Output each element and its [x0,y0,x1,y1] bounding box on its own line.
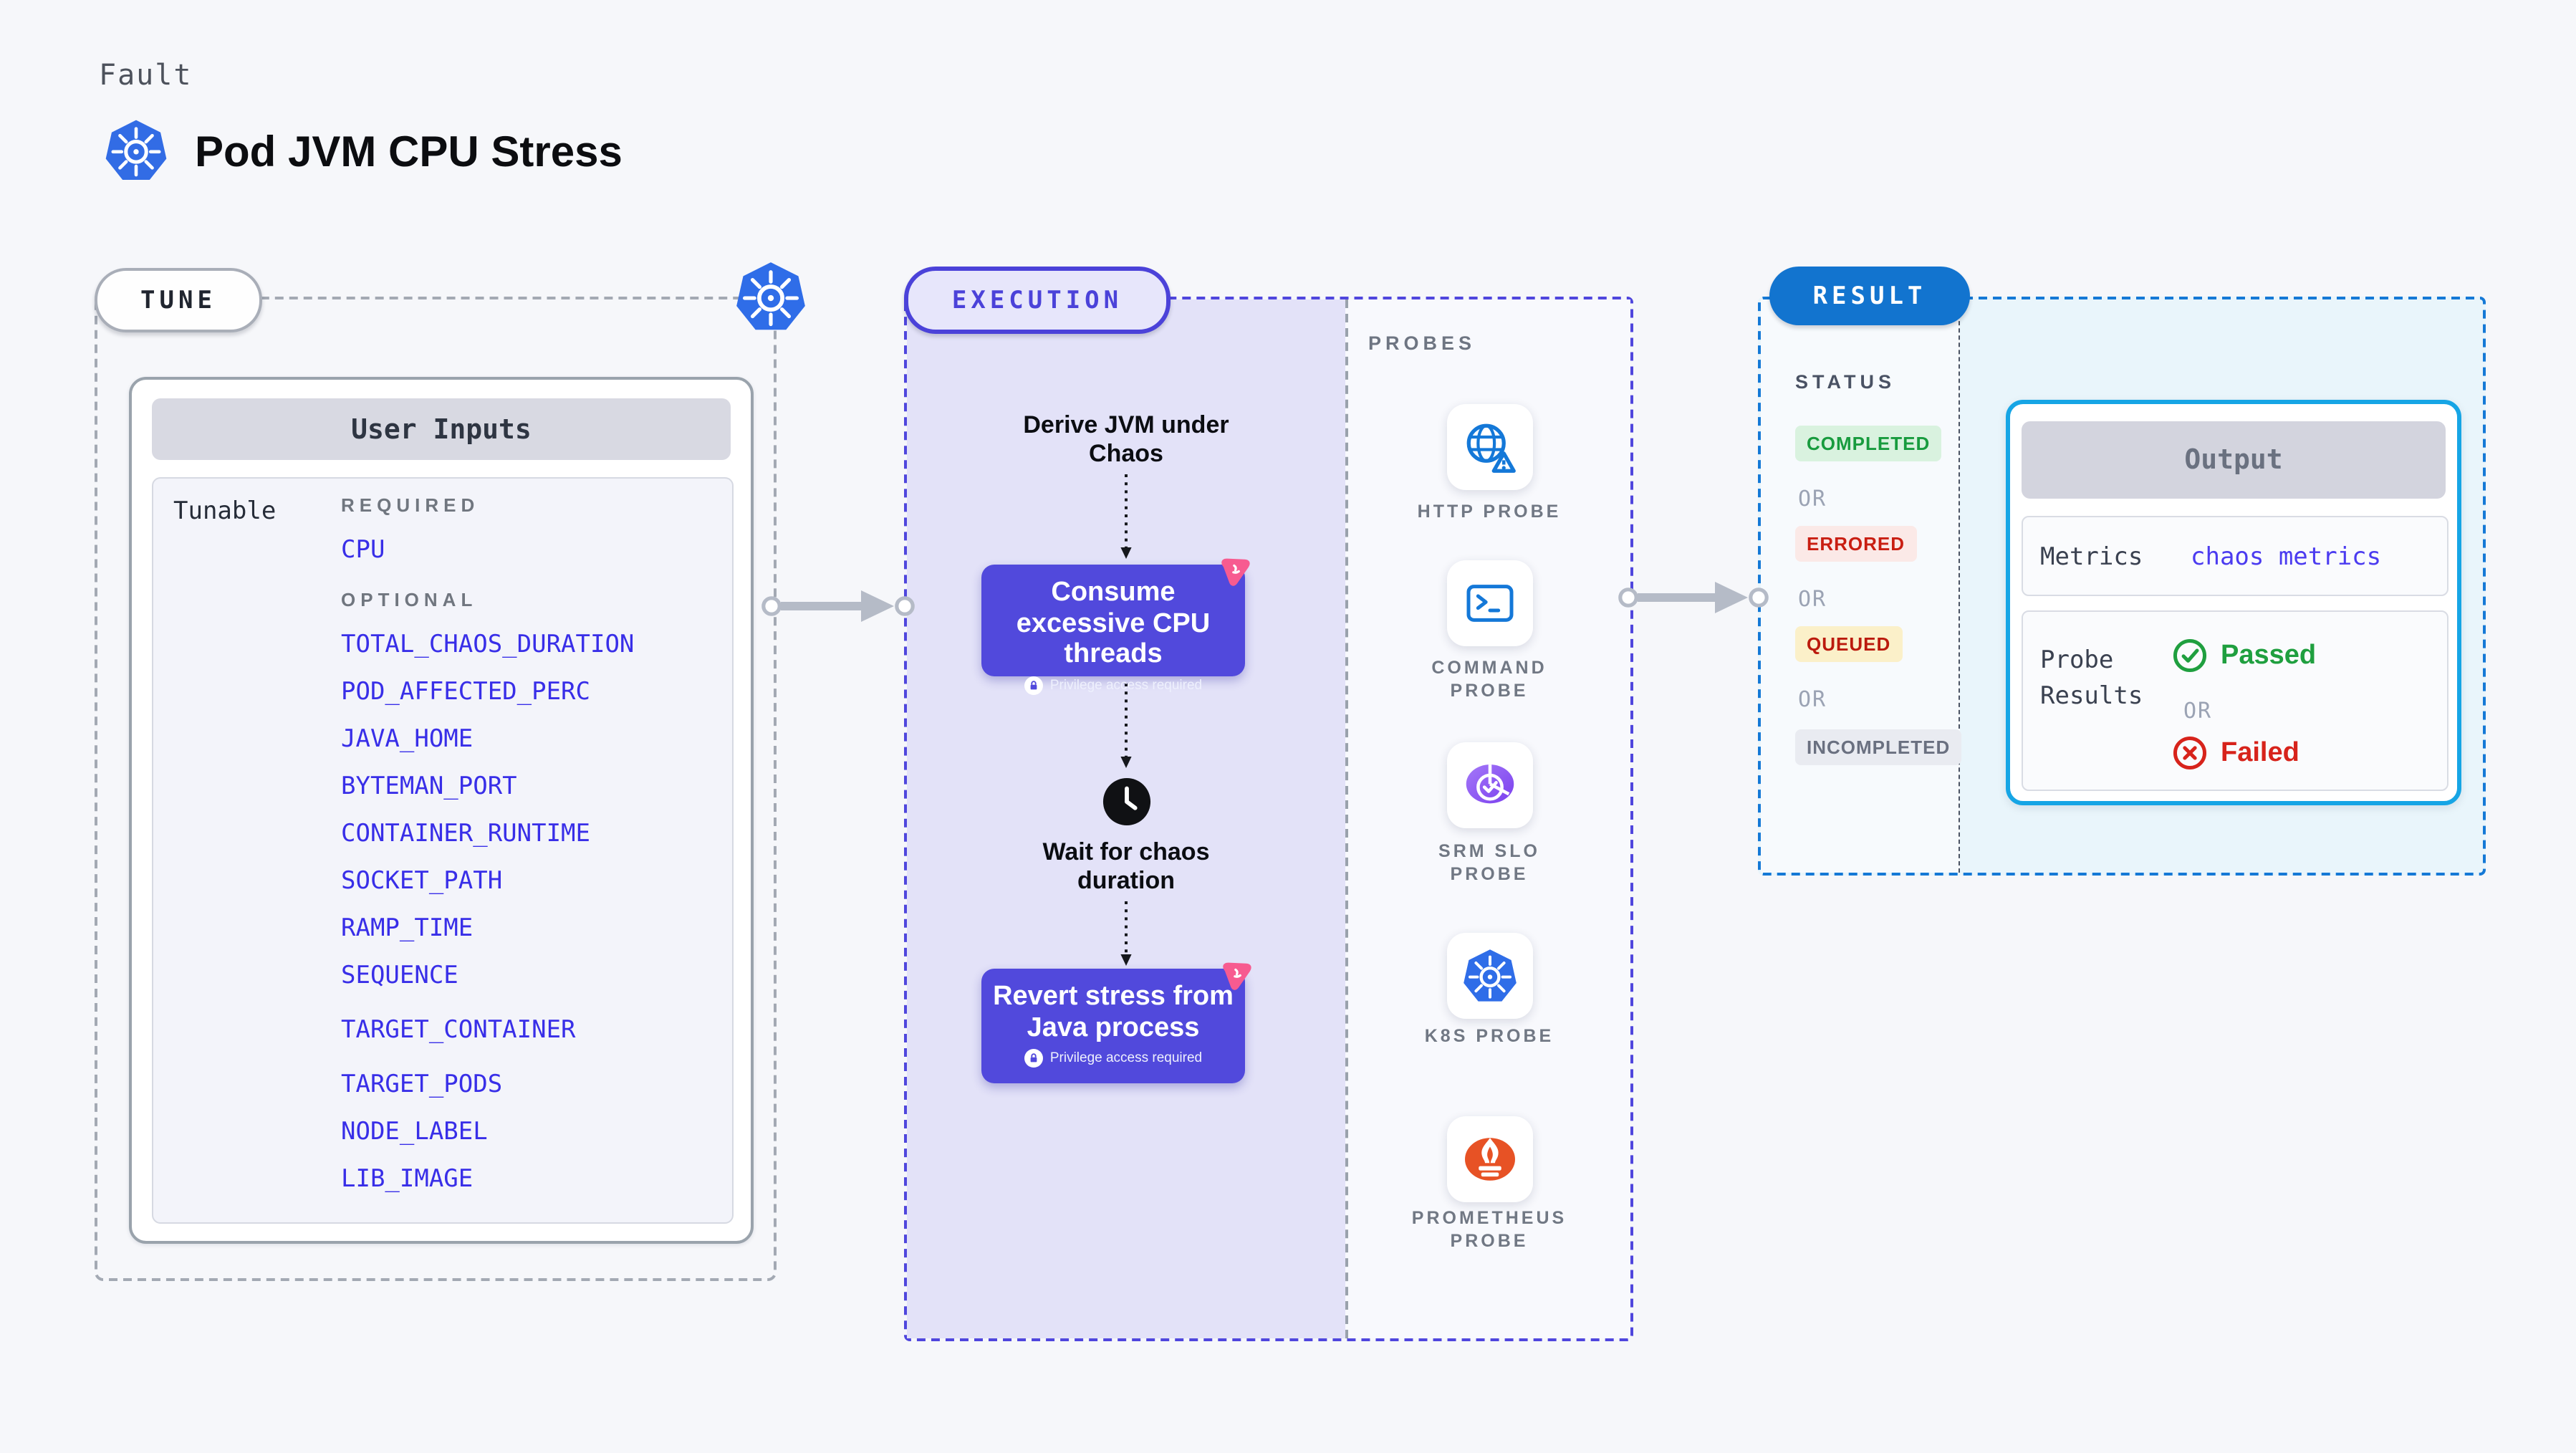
probe-label: COMMAND PROBE [1431,658,1547,701]
probes-column: PROBES HTTP PROBE [1345,299,1630,1338]
optional-heading: OPTIONAL [341,589,478,610]
flow-arrow-down-icon [1120,684,1132,768]
passed-label: Passed [2221,640,2317,670]
failed-result: Failed [2172,735,2299,771]
passed-result: Passed [2172,638,2316,673]
page-title: Pod JVM CPU Stress [195,129,623,176]
tunable-row-label: Tunable [173,497,277,526]
lock-icon [1024,1049,1043,1068]
tunable-item: TARGET_CONTAINER [341,1016,576,1045]
probe-card-http [1447,404,1533,490]
tunables-panel: Tunable REQUIRED CPU OPTIONAL TOTAL_CHAO… [152,477,734,1224]
status-badge-incompleted: INCOMPLETED [1795,729,1962,765]
status-heading: STATUS [1795,371,1895,393]
step-wait-label: Wait for chaos duration [1042,838,1210,894]
globe-alert-icon [1466,423,1516,473]
x-circle-icon [2173,736,2207,770]
tunables-list: REQUIRED CPU OPTIONAL TOTAL_CHAOS_DURATI… [341,494,713,1192]
status-column: STATUS COMPLETED OR ERRORED OR QUEUED OR… [1761,299,1962,873]
probe-card-command [1447,560,1533,646]
tunable-item: TOTAL_CHAOS_DURATION [341,630,635,659]
terminal-icon [1466,585,1514,622]
step-revert-box: Revert stress from Java process Privileg… [981,969,1245,1083]
tunable-item: SEQUENCE [341,962,458,990]
probe-label: SRM SLO PROBE [1438,841,1540,884]
tunable-item: POD_AFFECTED_PERC [341,678,590,706]
tunable-item: CONTAINER_RUNTIME [341,820,590,848]
litmus-chaos-icon [1221,558,1250,586]
probe-card-prometheus [1447,1116,1533,1202]
metrics-label: Metrics [2040,543,2143,572]
prometheus-icon [1465,1138,1515,1181]
tune-pill: TUNE [95,268,262,332]
result-pill: RESULT [1769,267,1970,325]
kubernetes-icon [1464,949,1517,1002]
step-derive-label: Derive JVM under Chaos [1023,411,1229,467]
or-label: OR [1798,586,1827,612]
tunable-item: BYTEMAN_PORT [341,772,517,801]
status-badge-completed: COMPLETED [1795,426,1942,461]
clock-icon [1102,777,1151,826]
required-heading: REQUIRED [341,494,480,516]
tunable-item: CPU [341,536,385,565]
fault-category-label: Fault [99,57,193,92]
kubernetes-icon [736,262,805,330]
or-label: OR [1798,686,1827,712]
execution-flow: Derive JVM under Chaos Consume excessive… [907,299,1345,1338]
tune-section [95,297,777,1281]
tunable-item: TARGET_PODS [341,1070,503,1099]
privilege-note: Privilege access required [981,1049,1245,1068]
probe-label: PROMETHEUS PROBE [1411,1208,1567,1251]
step-revert-label: Revert stress from Java process [993,982,1234,1042]
probe-card-srm-slo [1447,742,1533,828]
privilege-note: Privilege access required [981,676,1245,694]
probe-label: K8S PROBE [1424,1026,1554,1046]
failed-label: Failed [2221,737,2299,767]
slo-gauge-icon [1466,764,1514,804]
result-section: STATUS COMPLETED OR ERRORED OR QUEUED OR… [1758,297,2486,876]
tunable-item: SOCKET_PATH [341,867,503,896]
flow-arrow-down-icon [1120,474,1132,559]
metrics-row: Metrics chaos metrics [2022,516,2448,596]
tunable-item: NODE_LABEL [341,1118,488,1146]
status-badge-queued: QUEUED [1795,626,1903,662]
execution-to-result-arrow [1618,582,1769,613]
execution-pill: EXECUTION [904,267,1171,334]
execution-section: Derive JVM under Chaos Consume excessive… [904,297,1633,1341]
tune-to-execution-arrow [761,590,915,622]
tunable-item: JAVA_HOME [341,725,474,754]
user-inputs-card: User Inputs Tunable REQUIRED CPU OPTIONA… [129,377,754,1244]
litmus-chaos-icon [1223,962,1251,990]
or-label: OR [1798,486,1827,512]
step-consume-box: Consume excessive CPU threads Privilege … [981,565,1245,694]
step-consume-label: Consume excessive CPU threads [1016,577,1211,669]
probe-results-row: Probe Results Passed OR Failed [2022,610,2448,791]
check-circle-icon [2173,638,2207,673]
probes-heading: PROBES [1368,332,1476,354]
lock-icon [1024,676,1043,694]
tunable-item: RAMP_TIME [341,914,474,943]
probe-card-k8s [1447,933,1533,1019]
or-label: OR [2183,698,2213,724]
probe-label: HTTP PROBE [1417,502,1562,522]
probe-results-label: Probe Results [2040,646,2143,711]
flow-arrow-down-icon [1120,901,1132,966]
user-inputs-title: User Inputs [152,398,731,460]
output-title: Output [2022,421,2446,499]
tunable-item: LIB_IMAGE [341,1165,474,1194]
chaos-metrics-link[interactable]: chaos metrics [2191,543,2382,572]
kubernetes-icon [105,120,167,180]
status-badge-errored: ERRORED [1795,526,1917,562]
output-card: Output Metrics chaos metrics Probe Resul… [2006,400,2461,805]
